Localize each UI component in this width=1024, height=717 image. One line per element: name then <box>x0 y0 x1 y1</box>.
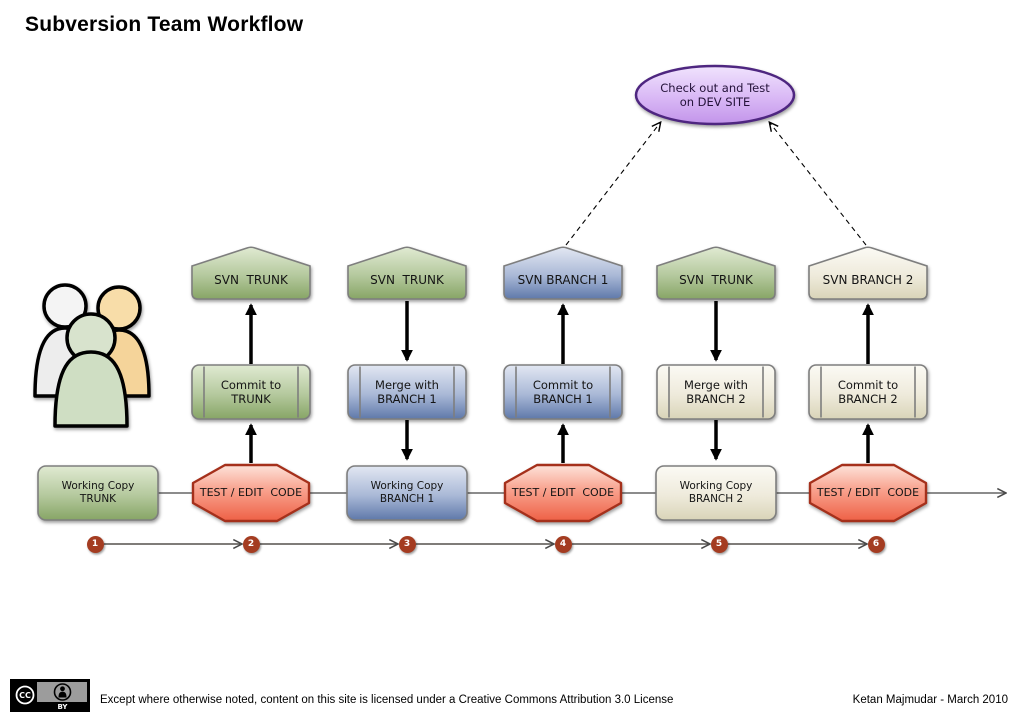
dashed-arrow-branch1-to-devsite <box>565 123 660 246</box>
workspace-label-wc-trunk: Working Copy TRUNK <box>61 479 135 505</box>
repo-label-svn-trunk-2: SVN TRUNK <box>370 272 444 287</box>
action-label-merge-branch1: Merge with BRANCH 1 <box>375 377 439 406</box>
repo-label-svn-branch1: SVN BRANCH 1 <box>517 272 609 287</box>
step-circle-2: 2 <box>242 535 260 553</box>
dev-site-dashed-arrows <box>565 123 867 246</box>
action-label-commit-branch2: Commit to BRANCH 2 <box>837 377 899 406</box>
action-label-commit-branch1: Commit to BRANCH 1 <box>532 377 594 406</box>
page-title: Subversion Team Workflow <box>25 13 304 36</box>
cc-by-text: BY <box>57 703 68 711</box>
test-label-2: TEST / EDIT CODE <box>511 486 615 500</box>
cc-by-badge: CC BY <box>10 679 90 712</box>
step-circle-4: 4 <box>554 535 572 553</box>
dashed-arrow-branch2-to-devsite <box>770 123 867 246</box>
author-credit: Ketan Majmudar - March 2010 <box>852 694 1008 706</box>
step-circle-3: 3 <box>398 535 416 553</box>
step-circle-1: 1 <box>86 535 104 553</box>
action-label-commit-trunk: Commit to TRUNK <box>220 377 282 406</box>
team-people-icon <box>33 283 151 428</box>
attribution-person-icon <box>53 683 72 701</box>
repo-label-svn-branch2: SVN BRANCH 2 <box>822 272 914 287</box>
step-circle-5: 5 <box>710 535 728 553</box>
dev-site-ellipse <box>634 64 796 126</box>
dev-site-label: Check out and Test on DEV SITE <box>660 80 770 109</box>
vertical-arrows <box>245 301 874 463</box>
cc-logo-text: CC <box>19 691 31 700</box>
cc-circle-icon <box>15 685 35 705</box>
workspace-label-wc-branch1: Working Copy BRANCH 1 <box>370 479 444 505</box>
license-text: Except where otherwise noted, content on… <box>100 694 674 706</box>
workspace-label-wc-branch2: Working Copy BRANCH 2 <box>679 479 753 505</box>
test-label-3: TEST / EDIT CODE <box>816 486 920 500</box>
repo-label-svn-trunk-3: SVN TRUNK <box>679 272 753 287</box>
action-label-merge-branch2: Merge with BRANCH 2 <box>684 377 748 406</box>
step-circle-6: 6 <box>867 535 885 553</box>
repo-label-svn-trunk-1: SVN TRUNK <box>214 272 288 287</box>
test-label-1: TEST / EDIT CODE <box>199 486 303 500</box>
